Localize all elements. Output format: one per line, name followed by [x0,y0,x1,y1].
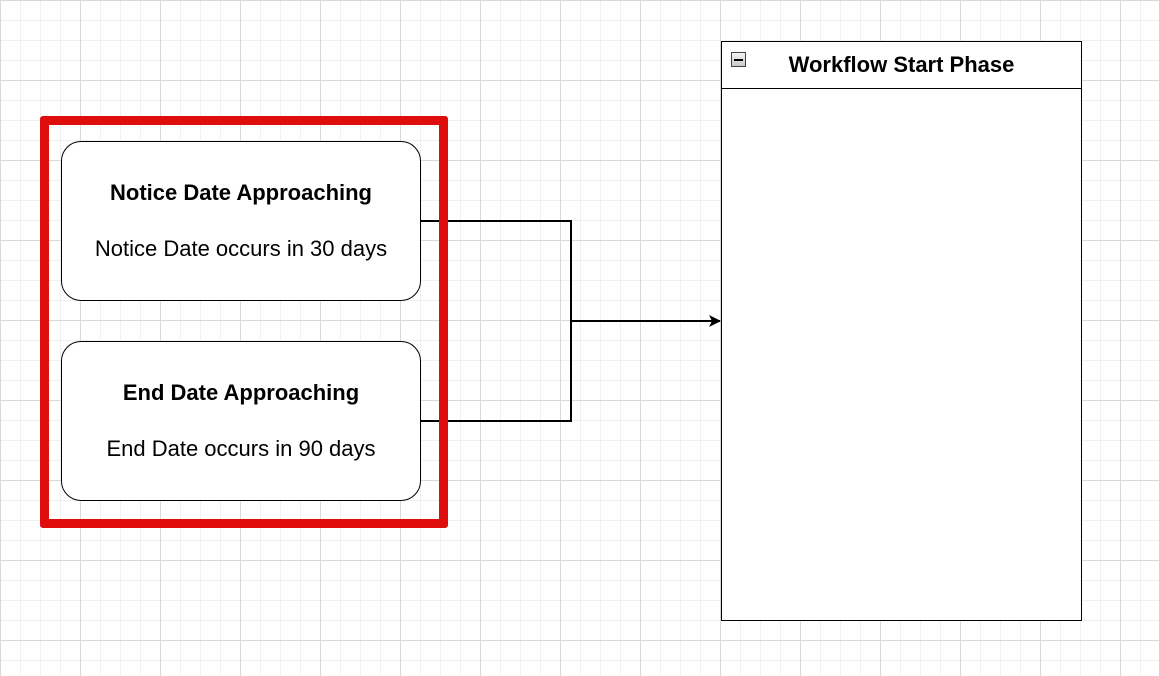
minus-square-icon[interactable] [731,52,746,67]
trigger-title: Notice Date Approaching [110,180,372,205]
trigger-description: End Date occurs in 90 days [106,436,376,461]
connector-notice-to-phase[interactable] [421,220,572,321]
selection-highlight-frame [40,116,448,528]
trigger-description: Notice Date occurs in 30 days [94,236,388,261]
trigger-end-date-approaching[interactable]: End Date Approaching End Date occurs in … [61,341,421,501]
phase-header: Workflow Start Phase [722,42,1081,89]
phase-body[interactable] [722,89,1081,619]
trigger-notice-date-approaching[interactable]: Notice Date Approaching Notice Date occu… [61,141,421,301]
trigger-title: End Date Approaching [122,380,360,405]
phase-container-workflow-start[interactable]: Workflow Start Phase [721,41,1082,621]
phase-title: Workflow Start Phase [788,52,1015,77]
connector-end-to-phase[interactable] [421,321,572,422]
